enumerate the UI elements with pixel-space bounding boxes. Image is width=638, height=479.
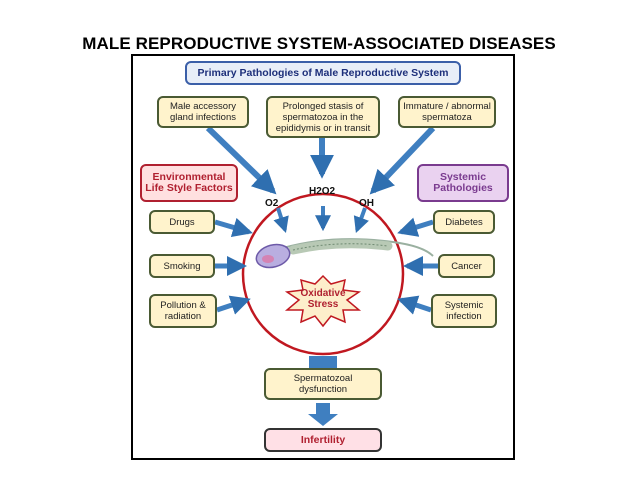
arrow-to-infertility <box>308 403 338 426</box>
arrow-drugs <box>214 217 253 238</box>
environmental-factors-header: Environmental Life Style Factors <box>140 164 238 202</box>
factor-cancer: Cancer <box>438 254 495 278</box>
primary-pathologies-header: Primary Pathologies of Male Reproductive… <box>185 61 461 85</box>
cause-immature-spermatoza: Immature / abnormal spermatoza <box>398 96 496 128</box>
arrow-o2 <box>273 207 289 234</box>
infertility-box: Infertility <box>264 428 382 452</box>
cause-prolonged-stasis: Prolonged stasis of spermatozoa in the e… <box>266 96 380 138</box>
diagram-artwork <box>205 125 438 426</box>
spermatozoal-dysfunction-box: Spermatozoal dysfunction <box>264 368 382 400</box>
cause-accessory-gland-infections: Male accessory gland infections <box>157 96 249 128</box>
factor-diabetes: Diabetes <box>433 210 495 234</box>
radical-h2o2: H2O2 <box>309 186 336 197</box>
arrow-diabetes <box>397 217 434 237</box>
radical-oh: OH <box>359 198 374 209</box>
arrow-systemic-infection <box>397 295 432 315</box>
systemic-pathologies-header: Systemic Pathologies <box>417 164 509 202</box>
factor-pollution-radiation: Pollution & radiation <box>149 294 217 328</box>
factor-smoking: Smoking <box>149 254 215 278</box>
spermatozoon-illustration <box>255 238 434 269</box>
page-title: MALE REPRODUCTIVE SYSTEM-ASSOCIATED DISE… <box>82 34 556 53</box>
arrow-oh <box>353 207 369 234</box>
arrow-immature <box>369 125 436 195</box>
arrow-pollution <box>216 295 251 315</box>
arrow-accessory-gland <box>205 125 277 195</box>
factor-systemic-infection: Systemic infection <box>431 294 497 328</box>
diagram-frame: Primary Pathologies of Male Reproductive… <box>131 54 515 460</box>
factor-drugs: Drugs <box>149 210 215 234</box>
oxidative-stress-label: Oxidative Stress <box>300 288 346 310</box>
oxidative-stress-burst <box>284 274 362 328</box>
radical-o2: O2 <box>265 198 279 209</box>
